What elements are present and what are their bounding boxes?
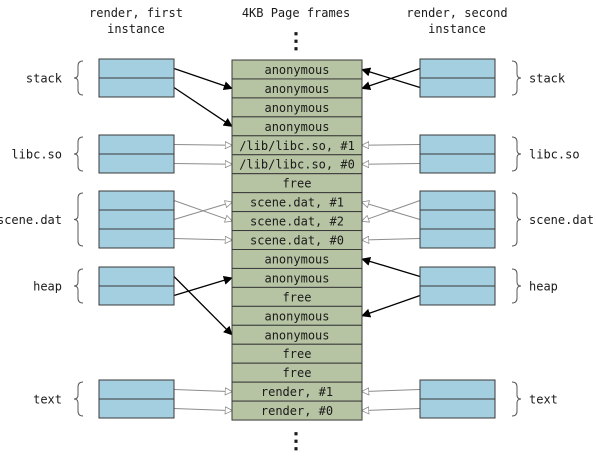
page-frame-label: anonymous xyxy=(264,120,329,134)
right-scene-label: scene.dat xyxy=(529,213,594,227)
left-mapping-arrow xyxy=(173,390,232,392)
page-frame-label: anonymous xyxy=(264,252,329,266)
left-heap-page xyxy=(98,285,175,306)
right-scene-page xyxy=(419,190,496,211)
right-mapping-arrow xyxy=(362,409,421,411)
second-instance-segments: stack libc.so scene.dat heap text xyxy=(419,58,594,419)
left-scene-page xyxy=(98,228,175,249)
right-mapping-arrow xyxy=(361,294,421,318)
bottom-ellipsis: ⋮ xyxy=(285,429,307,454)
right-heap-label: heap xyxy=(529,280,558,294)
left-stack-brace xyxy=(73,60,84,96)
page-frame-label: render, #1 xyxy=(261,385,333,399)
right-scene-brace xyxy=(511,192,522,247)
left-libc-page xyxy=(98,153,175,174)
first-instance-segments: stack libc.so scene.dat heap text xyxy=(0,58,175,419)
page-frame-label: scene.dat, #2 xyxy=(250,215,344,229)
page-frame-label: free xyxy=(283,290,312,304)
left-libc-label: libc.so xyxy=(11,148,62,162)
left-libc-page xyxy=(98,134,175,155)
left-mapping-arrow xyxy=(173,239,232,241)
right-mapping-arrow xyxy=(362,202,421,220)
left-stack-page xyxy=(98,77,175,98)
right-text-page xyxy=(419,398,496,419)
left-mapping-arrow xyxy=(173,409,232,411)
left-text-label: text xyxy=(33,393,62,407)
right-heap-brace xyxy=(511,268,522,304)
page-frame-label: scene.dat, #1 xyxy=(250,196,344,210)
right-stack-brace xyxy=(511,60,522,96)
mapping-arrows xyxy=(173,67,421,411)
right-text-label: text xyxy=(529,393,558,407)
page-frame-label: anonymous xyxy=(264,271,329,285)
right-header-line1: render, second xyxy=(406,6,507,20)
page-frame-label: anonymous xyxy=(264,101,329,115)
left-stack-label: stack xyxy=(26,72,63,86)
page-frame-cell xyxy=(231,400,363,421)
right-mapping-arrow xyxy=(362,390,421,392)
page-frame-label: free xyxy=(283,177,312,191)
left-heap-brace xyxy=(73,268,84,304)
page-frame-label: anonymous xyxy=(264,63,329,77)
right-libc-label: libc.so xyxy=(529,148,580,162)
right-libc-brace xyxy=(511,136,522,172)
left-scene-label: scene.dat xyxy=(0,213,62,227)
page-frame-label: anonymous xyxy=(264,82,329,96)
left-stack-page xyxy=(98,58,175,79)
left-mapping-arrow xyxy=(173,145,232,146)
page-frame-label: /lib/libc.so, #1 xyxy=(239,139,355,153)
left-heap-label: heap xyxy=(33,280,62,294)
right-text-page xyxy=(419,379,496,400)
left-text-page xyxy=(98,379,175,400)
right-heap-page xyxy=(419,285,496,306)
left-mapping-arrow xyxy=(173,164,232,165)
left-scene-brace xyxy=(73,192,84,247)
right-mapping-arrow xyxy=(361,67,421,89)
page-frame-label: anonymous xyxy=(264,328,329,342)
left-header-line2: instance xyxy=(107,22,165,36)
left-scene-page xyxy=(98,209,175,230)
right-mapping-arrow xyxy=(362,239,421,241)
page-frame-label: scene.dat, #0 xyxy=(250,234,344,248)
left-mapping-arrow xyxy=(173,275,233,297)
left-header-line1: render, first xyxy=(89,6,183,20)
right-mapping-arrow xyxy=(362,164,421,165)
left-scene-page xyxy=(98,190,175,211)
right-mapping-arrow xyxy=(362,145,421,146)
right-stack-page xyxy=(419,77,496,98)
right-libc-page xyxy=(419,134,496,155)
left-heap-page xyxy=(98,266,175,287)
right-scene-page xyxy=(419,209,496,230)
left-libc-brace xyxy=(73,136,84,172)
right-heap-page xyxy=(419,266,496,287)
page-frame-label: free xyxy=(283,366,312,380)
left-text-brace xyxy=(73,381,84,417)
right-header-line2: instance xyxy=(428,22,486,36)
page-frame-label: /lib/libc.so, #0 xyxy=(239,158,355,172)
left-mapping-arrow xyxy=(173,276,233,336)
right-mapping-arrow xyxy=(361,256,421,278)
center-header: 4KB Page frames xyxy=(242,6,350,20)
right-stack-page xyxy=(419,58,496,79)
right-text-brace xyxy=(511,381,522,417)
page-frame-label: anonymous xyxy=(264,309,329,323)
page-frame-label: render, #0 xyxy=(261,404,333,418)
left-mapping-arrow xyxy=(173,86,233,127)
top-ellipsis: ⋮ xyxy=(285,29,307,54)
right-scene-page xyxy=(419,228,496,249)
page-frames-column: anonymous anonymous anonymous anonymous/lib… xyxy=(231,59,363,421)
left-mapping-arrow xyxy=(173,202,232,220)
left-text-page xyxy=(98,398,175,419)
right-stack-label: stack xyxy=(529,72,566,86)
right-libc-page xyxy=(419,153,496,174)
left-mapping-arrow xyxy=(173,67,233,91)
page-frame-label: free xyxy=(283,347,312,361)
